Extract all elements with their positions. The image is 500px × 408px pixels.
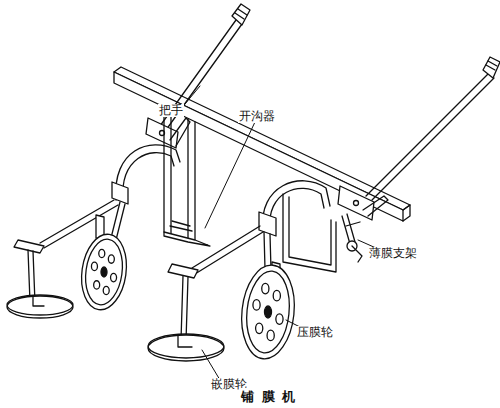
leader-lines [185, 86, 376, 380]
cross-bar [114, 67, 410, 221]
right-handle [338, 57, 500, 220]
wheel-hole [91, 262, 97, 270]
part-label: 压膜轮 [296, 326, 334, 339]
wheel-hole [103, 286, 109, 294]
wheel-hole [108, 255, 114, 263]
part-label: 薄膜支架 [368, 247, 418, 260]
wheel-hole [262, 283, 269, 294]
wheel-hole [267, 330, 274, 341]
wheel-hole [276, 314, 283, 325]
film-embedding-wheel-left [7, 295, 73, 318]
wheel-hole [99, 249, 105, 257]
rear-bracket [283, 194, 336, 272]
left-handle [146, 4, 250, 148]
film-bracket [342, 214, 362, 262]
film-pressing-wheel-left [77, 231, 131, 312]
film-pressing-wheel-right [237, 263, 299, 362]
wheel-hole [273, 290, 280, 301]
wheel-hole [253, 300, 260, 311]
part-label: 开沟器 [238, 110, 276, 123]
figure-caption: 铺膜机 [241, 388, 303, 406]
film-embedding-wheel-right [148, 334, 224, 361]
part-label: 把手 [158, 104, 184, 117]
furrow-opener [164, 108, 210, 246]
wheel-hole [94, 281, 100, 289]
wheel-hole [256, 323, 263, 334]
wheel-hole [111, 273, 117, 281]
